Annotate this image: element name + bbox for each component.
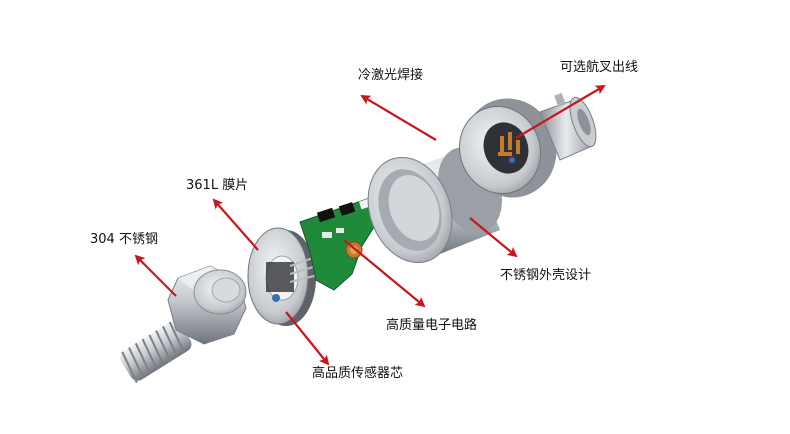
threaded-bolt (120, 265, 247, 384)
label-electronic-circuit: 高质量电子电路 (386, 318, 478, 333)
label-laser-welding: 冷激光焊接 (358, 68, 424, 83)
arrow-sensor-core (285, 311, 330, 366)
arrow-laser-welding (360, 94, 437, 141)
sensor-core-disk (247, 227, 331, 326)
label-sensor-core: 高品质传感器芯 (312, 366, 404, 381)
label-optional-outlet: 可选航叉出线 (560, 60, 639, 75)
arrow-outlet (515, 84, 606, 139)
circuit-board (299, 195, 387, 291)
arrow-stainless-304 (134, 254, 177, 297)
callout-arrows (134, 84, 606, 366)
arrow-shell (469, 217, 518, 258)
label-diaphragm-361l: 361L 膜片 (186, 178, 249, 193)
label-stainless-304: 304 不锈钢 (90, 232, 158, 247)
arrow-circuit (343, 239, 426, 308)
connector-cap (459, 92, 597, 198)
label-stainless-shell: 不锈钢外壳设计 (500, 268, 592, 283)
arrow-diaphragm (212, 198, 259, 251)
